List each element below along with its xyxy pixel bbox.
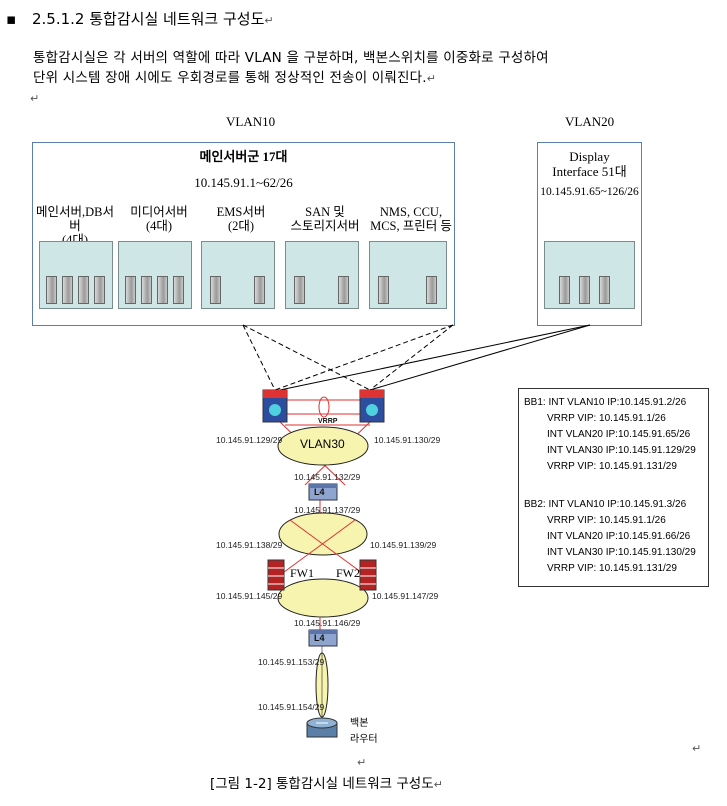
server-rack-media [118,241,192,309]
backbone-switch-1-icon [262,389,288,423]
bullet-icon: ▪ [6,10,17,28]
server-rack-display [544,241,635,309]
body-paragraph: 통합감시실은 각 서버의 역할에 따라 VLAN 을 구분하며, 백본스위치를 … [33,48,549,89]
ip-l4b-up: 10.145.91.146/29 [294,618,361,628]
info-line: BB2: INT VLAN10 IP:10.145.91.3/26 [524,499,687,510]
vlan10-range: 10.145.91.1~62/26 [194,175,293,190]
ip-router: 10.145.91.154/29 [258,702,325,712]
return-mark-icon: ↵ [357,756,367,769]
vlan10-header: 메인서버군 17대 [199,149,288,164]
server-rack-main-db [39,241,113,309]
return-mark-icon: ↵ [426,72,437,85]
return-mark-icon: ↵ [30,92,40,105]
ip-bb2: 10.145.91.130/29 [374,435,441,445]
fw1-label: FW1 [290,566,314,580]
vlan30-label: VLAN30 [300,437,345,451]
l4-upper-label: L4 [314,487,325,497]
vlan20-range: 10.145.91.65~126/26 [540,186,639,198]
ip-l4b-down: 10.145.91.153/29 [258,657,325,667]
figure-caption: [그림 1-2] 통합감시실 네트워크 구성도↵ [210,776,443,792]
server-rack-nms [369,241,447,309]
info-line: INT VLAN20 IP:10.145.91.65/26 [547,429,691,440]
paragraph-line-2: 단위 시스템 장애 시에도 우회경로를 통해 정상적인 전송이 이뤄진다. [33,70,427,86]
info-line: VRRP VIP: 10.145.91.131/29 [547,563,677,574]
server-rack-ems [201,241,275,309]
group-ems-label: EMS서버(2대) [216,205,266,233]
server-rack-san [285,241,359,309]
heading-text: 2.5.1.2 통합감시실 네트워크 구성도 [32,10,265,28]
info-line: INT VLAN30 IP:10.145.91.129/29 [547,445,696,456]
backbone-switch-2-icon [359,389,385,423]
l4-switch-upper-icon [308,483,338,501]
vlan20-display: Display [569,149,610,164]
l4-lower-label: L4 [314,633,325,643]
paragraph-line-1: 통합감시실은 각 서버의 역할에 따라 VLAN 을 구분하며, 백본스위치를 … [33,50,549,66]
info-line: BB1: INT VLAN10 IP:10.145.91.2/26 [524,397,687,408]
vlan10-title: VLAN10 [226,114,276,129]
section-heading: ▪ 2.5.1.2 통합감시실 네트워크 구성도↵ [6,8,274,29]
vrrp-label: VRRP [318,418,338,425]
vlan20-box: Display Interface 51대 10.145.91.65~126/2… [537,142,642,326]
ip-fw1-down: 10.145.91.145/29 [216,591,283,601]
ip-l4a-down: 10.145.91.137/29 [294,505,361,515]
firewall-1-icon [267,559,285,591]
vlan20-title: VLAN20 [565,114,615,129]
info-line: VRRP VIP: 10.145.91.1/26 [547,515,666,526]
backbone-router-icon [306,717,338,738]
return-mark-icon: ↵ [433,778,443,791]
firewall-2-icon [359,559,377,591]
info-line: VRRP VIP: 10.145.91.131/29 [547,461,677,472]
ip-l4a-up: 10.145.91.132/29 [294,472,361,482]
vrrp-info-box: BB1: INT VLAN10 IP:10.145.91.2/26 VRRP V… [518,388,709,587]
return-mark-icon: ↵ [264,14,274,27]
l4-switch-lower-icon [308,629,338,647]
ip-fw2-down: 10.145.91.147/29 [372,591,439,601]
return-mark-icon: ↵ [692,742,702,755]
ip-fw1-up: 10.145.91.138/29 [216,540,283,550]
vlan10-box: 메인서버군 17대 10.145.91.1~62/26 메인서버,DB서버(4대… [32,142,455,326]
vlan20-interface-count: Interface 51대 [552,164,627,179]
fw2-label: FW2 [336,566,360,580]
group-media-label: 미디어서버(4대) [130,205,188,233]
info-line: VRRP VIP: 10.145.91.1/26 [547,413,666,424]
info-line: INT VLAN30 IP:10.145.91.130/29 [547,547,696,558]
info-line: INT VLAN20 IP:10.145.91.66/26 [547,531,691,542]
ip-bb1: 10.145.91.129/29 [216,435,283,445]
ip-fw2-up: 10.145.91.139/29 [370,540,437,550]
group-nms-label: NMS, CCU,MCS, 프린터 등 [370,205,452,233]
